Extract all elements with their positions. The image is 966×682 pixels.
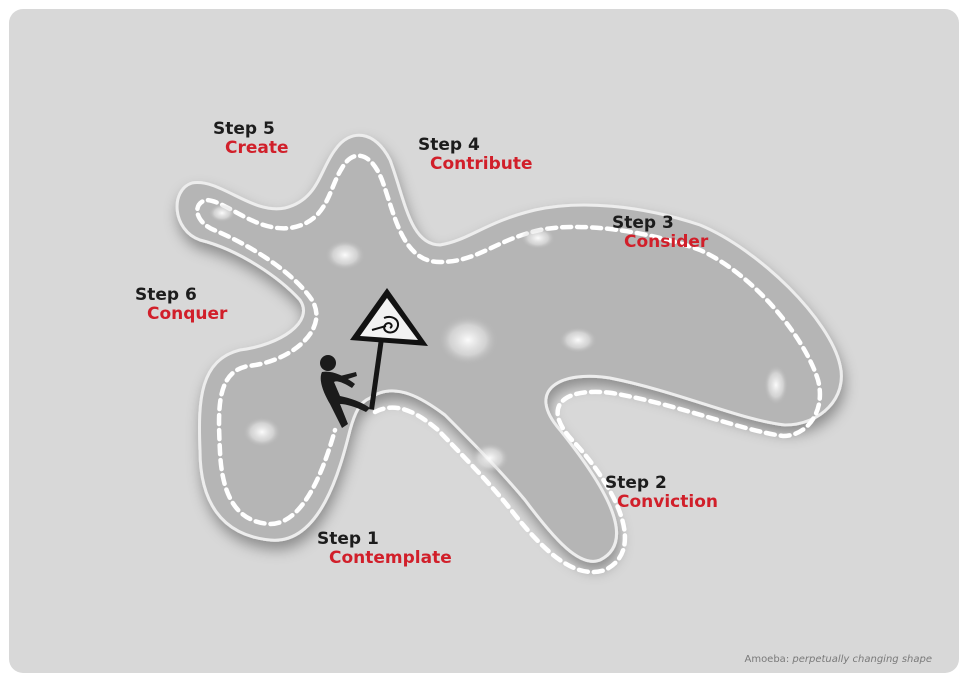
step-1-label: Step 1 Contemplate: [317, 530, 452, 568]
step-number: Step 2: [605, 474, 718, 493]
step-number: Step 6: [135, 286, 227, 305]
step-2-label: Step 2 Conviction: [605, 474, 718, 512]
step-3-label: Step 3 Consider: [612, 214, 708, 252]
step-name: Conquer: [135, 305, 227, 324]
caption-label: Amoeba:: [744, 654, 789, 665]
step-number: Step 1: [317, 530, 452, 549]
step-4-label: Step 4 Contribute: [418, 136, 533, 174]
caption-subtitle: perpetually changing shape: [792, 654, 932, 665]
step-number: Step 5: [213, 120, 289, 139]
step-number: Step 4: [418, 136, 533, 155]
diagram-caption: Amoeba: perpetually changing shape: [744, 654, 932, 665]
step-name: Contemplate: [317, 549, 452, 568]
step-number: Step 3: [612, 214, 708, 233]
step-5-label: Step 5 Create: [213, 120, 289, 158]
step-name: Create: [213, 139, 289, 158]
amoeba-shape: [177, 135, 841, 561]
step-6-label: Step 6 Conquer: [135, 286, 227, 324]
step-name: Contribute: [418, 155, 533, 174]
step-name: Consider: [612, 233, 708, 252]
step-name: Conviction: [605, 493, 718, 512]
